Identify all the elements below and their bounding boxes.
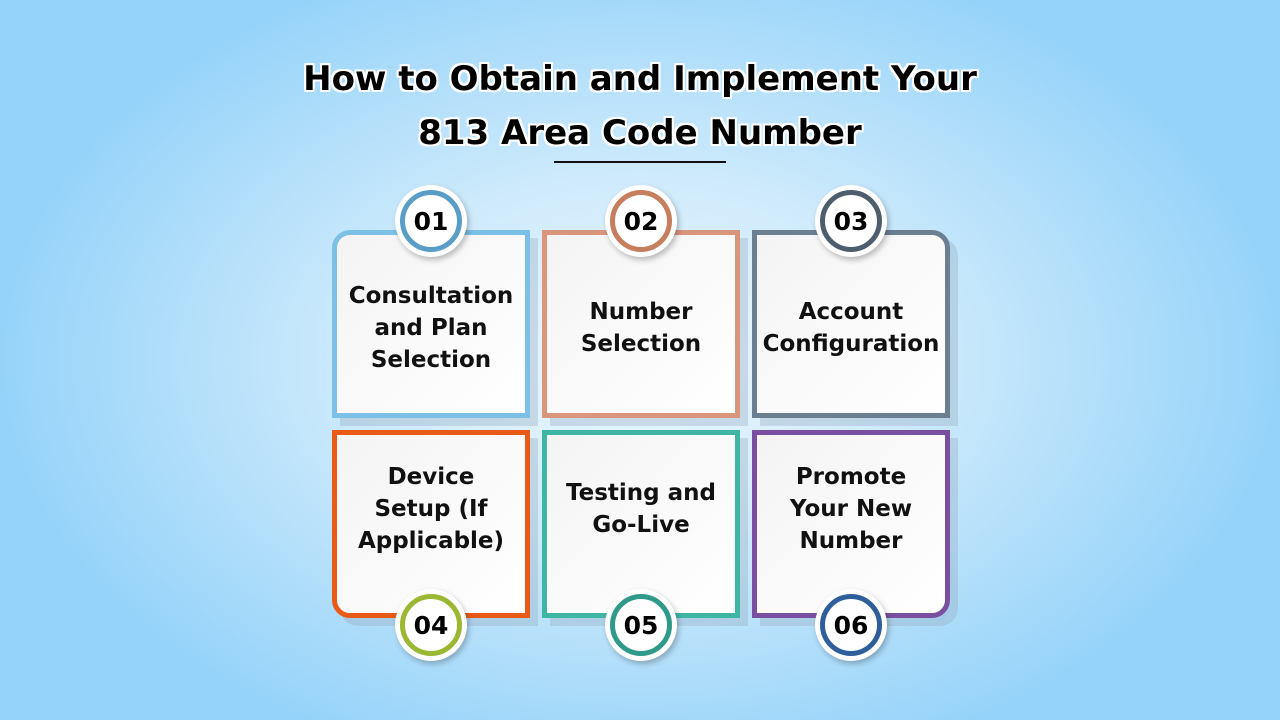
step-label: Account Configuration [762, 299, 940, 357]
step-number-badge-4: 04 [395, 589, 467, 661]
step-label: Promote Your New Number [789, 464, 913, 554]
step-label: Testing and Go-Live [565, 480, 716, 538]
step-number: 04 [413, 610, 449, 640]
step-card-3: Account Configuration [752, 230, 950, 418]
title-divider [554, 161, 726, 163]
title-line-1: How to Obtain and Implement Your [303, 59, 977, 99]
step-card-1: Consultation and Plan Selection [332, 230, 530, 418]
step-card-4: Device Setup (If Applicable) [332, 430, 530, 618]
step-label: Number Selection [580, 299, 702, 357]
step-number: 01 [413, 206, 449, 236]
step-card-2: Number Selection [542, 230, 740, 418]
step-number-badge-3: 03 [815, 185, 887, 257]
step-number: 02 [623, 206, 659, 236]
step-number-badge-1: 01 [395, 185, 467, 257]
step-number: 03 [833, 206, 869, 236]
page-title: How to Obtain and Implement Your 813 Are… [0, 52, 1280, 160]
step-number: 05 [623, 610, 659, 640]
step-number-badge-5: 05 [605, 589, 677, 661]
step-label: Device Setup (If Applicable) [357, 464, 505, 554]
step-card-5: Testing and Go-Live [542, 430, 740, 618]
step-card-6: Promote Your New Number [752, 430, 950, 618]
step-number: 06 [833, 610, 869, 640]
step-number-badge-6: 06 [815, 589, 887, 661]
step-label: Consultation and Plan Selection [348, 283, 514, 373]
title-line-2: 813 Area Code Number [418, 113, 862, 153]
step-number-badge-2: 02 [605, 185, 677, 257]
